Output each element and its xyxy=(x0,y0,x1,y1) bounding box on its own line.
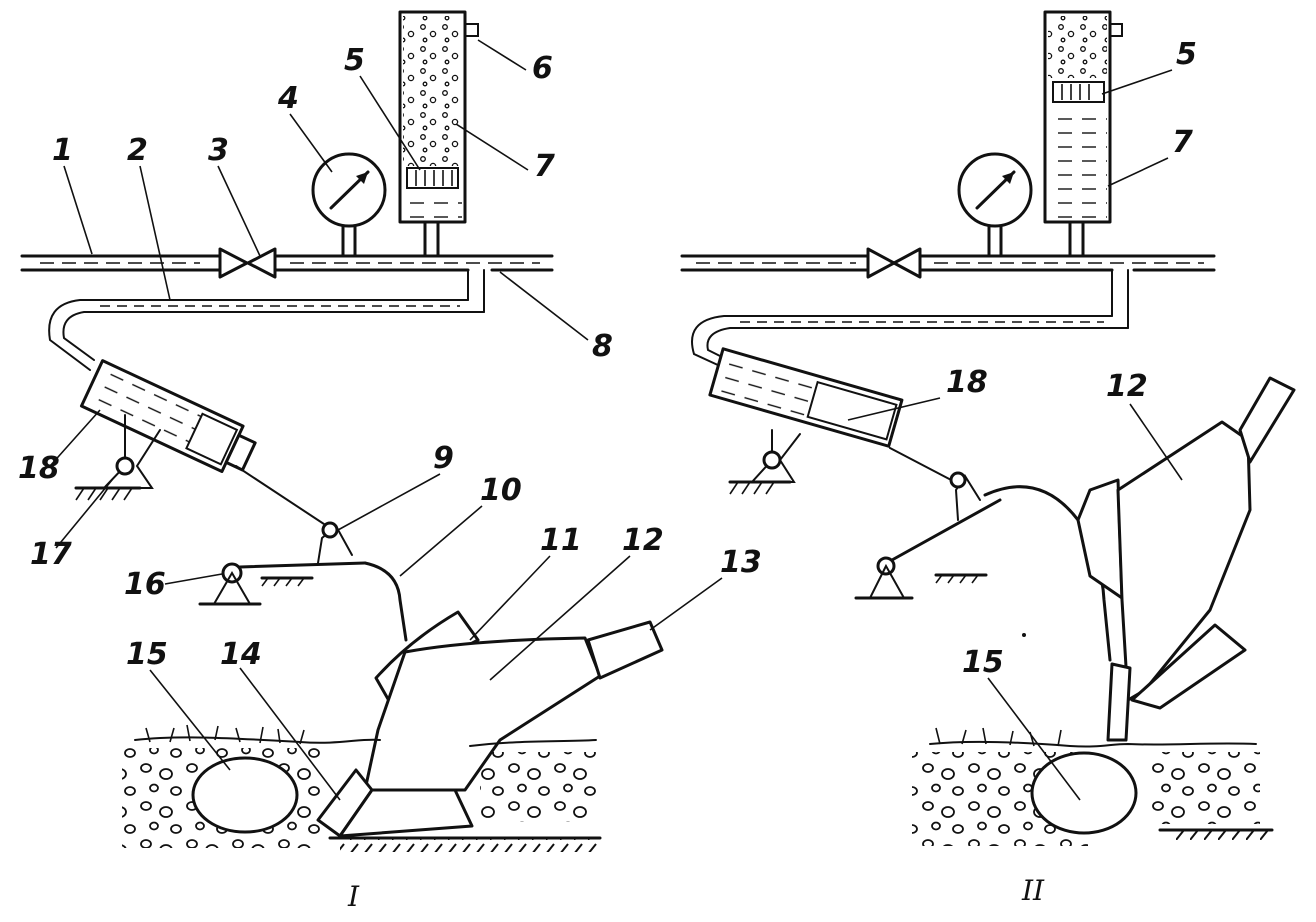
panel-two: 5 7 12 15 18 II xyxy=(680,10,1296,907)
pressure-gauge xyxy=(311,152,387,258)
hydraulic-cylinder-2 xyxy=(708,347,956,495)
plow-body xyxy=(316,610,664,838)
label-1: 1 xyxy=(52,133,73,168)
label-11: 11 xyxy=(540,523,582,558)
pressure-gauge-2 xyxy=(957,152,1033,258)
label-18: 18 xyxy=(18,451,60,486)
label-12: 12 xyxy=(622,523,664,558)
plow-frame-2 xyxy=(854,471,1112,662)
label-10: 10 xyxy=(480,473,522,508)
label-15b: 15 xyxy=(962,645,1004,680)
plow-body-2 xyxy=(1076,376,1296,742)
panel-one-labels: 1 2 3 4 5 6 7 8 9 10 11 12 13 14 15 16 1… xyxy=(18,39,762,913)
caption-one: I xyxy=(347,880,360,913)
label-13: 13 xyxy=(720,545,762,580)
hydraulic-accumulator xyxy=(398,10,479,258)
hose-2 xyxy=(691,269,1129,367)
label-8: 8 xyxy=(592,329,613,364)
label-16: 16 xyxy=(124,567,166,602)
label-7: 7 xyxy=(534,149,555,184)
label-14: 14 xyxy=(220,637,262,672)
hose xyxy=(48,269,485,371)
valve-2 xyxy=(866,247,922,279)
label-3: 3 xyxy=(208,133,229,168)
label-4: 4 xyxy=(277,81,299,116)
label-7b: 7 xyxy=(1172,125,1193,160)
label-5: 5 xyxy=(344,43,365,78)
label-12b: 12 xyxy=(1106,369,1148,404)
panel-one: 1 2 3 4 5 6 7 8 9 10 11 12 13 14 15 16 1… xyxy=(18,10,762,913)
label-17: 17 xyxy=(30,537,72,572)
supply-pipe xyxy=(20,254,554,272)
label-6: 6 xyxy=(532,51,553,86)
soil xyxy=(122,724,602,852)
label-18b: 18 xyxy=(946,365,988,400)
label-5b: 5 xyxy=(1176,37,1197,72)
valve xyxy=(218,247,277,279)
supply-pipe-2 xyxy=(680,254,1216,272)
plow-frame xyxy=(198,521,408,642)
caption-two: II xyxy=(1021,874,1045,907)
label-2: 2 xyxy=(127,133,148,168)
soil-2 xyxy=(912,727,1274,846)
hydraulic-cylinder xyxy=(74,359,331,529)
label-9: 9 xyxy=(433,441,454,476)
panel-two-labels: 5 7 12 15 18 II xyxy=(847,37,1197,907)
label-15: 15 xyxy=(126,637,168,672)
hydraulic-accumulator-2 xyxy=(1043,10,1123,258)
